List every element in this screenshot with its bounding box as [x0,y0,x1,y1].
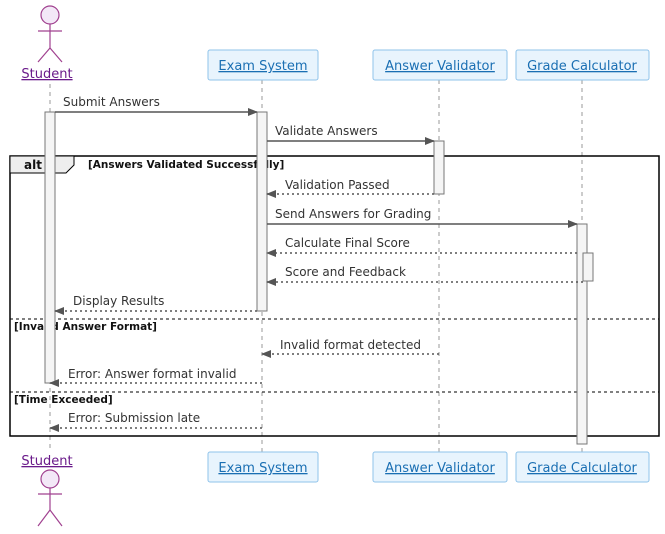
grade-calculator-box-top [515,49,650,81]
msg-validation-passed: Validation Passed [285,178,390,192]
answer-validator-activation [433,140,445,195]
msg-invalid-format: Invalid format detected [280,338,421,352]
alt-guard-validated: [Answers Validated Successfully] [88,159,284,171]
grade-calculator-nested-activation [582,252,594,282]
student-label-bottom: Student [21,454,72,469]
msg-submission-late: Error: Submission late [68,411,200,425]
student-actor-icon [40,5,60,25]
student-actor-icon-bottom [40,469,60,489]
answer-validator-label-top: Answer Validator [385,59,495,74]
msg-display-results: Display Results [73,294,164,308]
exam-system-label-bottom: Exam System [218,461,307,476]
grade-calculator-box-bottom [515,451,650,483]
alt-guard-invalid-format: [Invalid Answer Format] [14,321,157,333]
grade-calculator-activation [576,223,588,445]
msg-submit-answers: Submit Answers [63,95,160,109]
msg-calculate-score: Calculate Final Score [285,236,410,250]
exam-system-box-bottom [207,451,319,483]
msg-send-for-grading: Send Answers for Grading [275,207,431,221]
alt-guard-time-exceeded: [Time Exceeded] [14,394,113,406]
alt-keyword-tab [9,155,75,174]
answer-validator-label-bottom: Answer Validator [385,461,495,476]
grade-calculator-label-bottom: Grade Calculator [527,461,637,476]
msg-error-format: Error: Answer format invalid [68,367,236,381]
answer-validator-box-bottom [372,451,508,483]
msg-score-feedback: Score and Feedback [285,265,406,279]
exam-system-label-top: Exam System [218,59,307,74]
grade-calculator-label-top: Grade Calculator [527,59,637,74]
student-actor-bottom [37,469,63,527]
student-actor-top [37,5,63,63]
student-activation [44,111,56,384]
exam-system-activation [256,111,268,312]
exam-system-box-top [207,49,319,81]
alt-fragment [9,155,660,437]
msg-validate-answers: Validate Answers [275,124,378,138]
answer-validator-box-top [372,49,508,81]
alt-keyword: alt [24,158,42,172]
student-label-top: Student [21,67,72,82]
